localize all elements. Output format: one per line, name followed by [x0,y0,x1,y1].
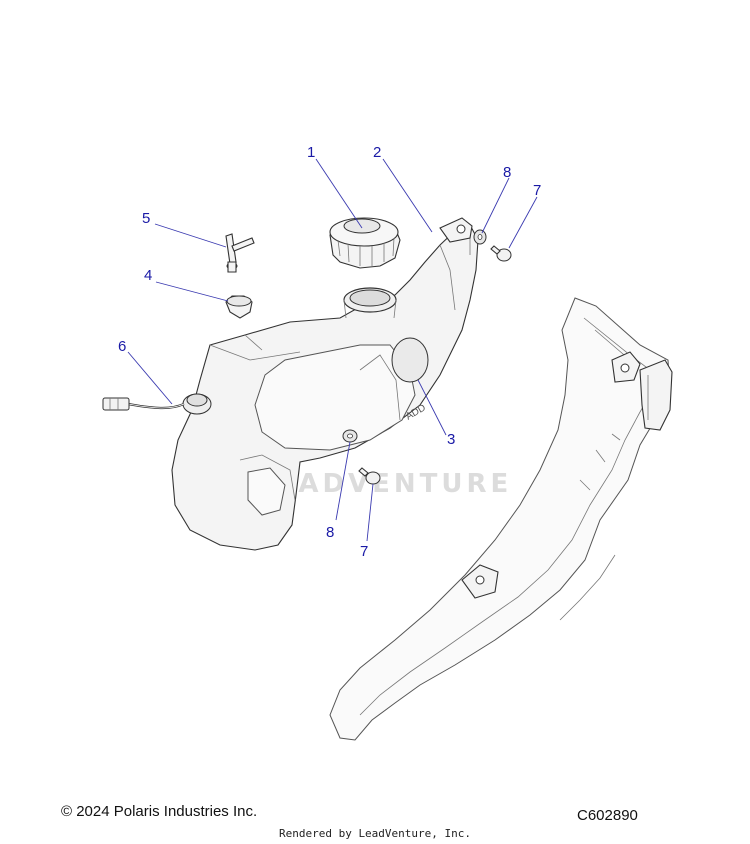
fuel-tank [171,217,479,551]
side-panel [329,297,673,741]
sender-harness [102,397,185,411]
callout-3: 3 [447,431,455,448]
callout-6: 6 [118,338,126,355]
fuel-cap [329,217,401,269]
callout-7-top: 7 [533,182,541,199]
callout-8-bottom: 8 [326,524,334,541]
copyright-notice: © 2024 Polaris Industries Inc. [61,803,258,820]
vent-fitting [225,233,255,273]
diagram-code: C602890 [577,807,638,824]
callout-4: 4 [144,267,152,284]
rendered-by-notice: Rendered by LeadVenture, Inc. [278,827,472,840]
washer-top [473,229,487,245]
callout-5: 5 [142,210,150,227]
callout-7-bottom: 7 [360,543,368,560]
callout-8-top: 8 [503,164,511,181]
leader-lines [127,158,538,542]
callout-1: 1 [307,144,315,161]
washer-bottom [342,429,358,443]
grommet [225,295,253,319]
bolt-top [490,245,512,262]
callout-2: 2 [373,144,381,161]
